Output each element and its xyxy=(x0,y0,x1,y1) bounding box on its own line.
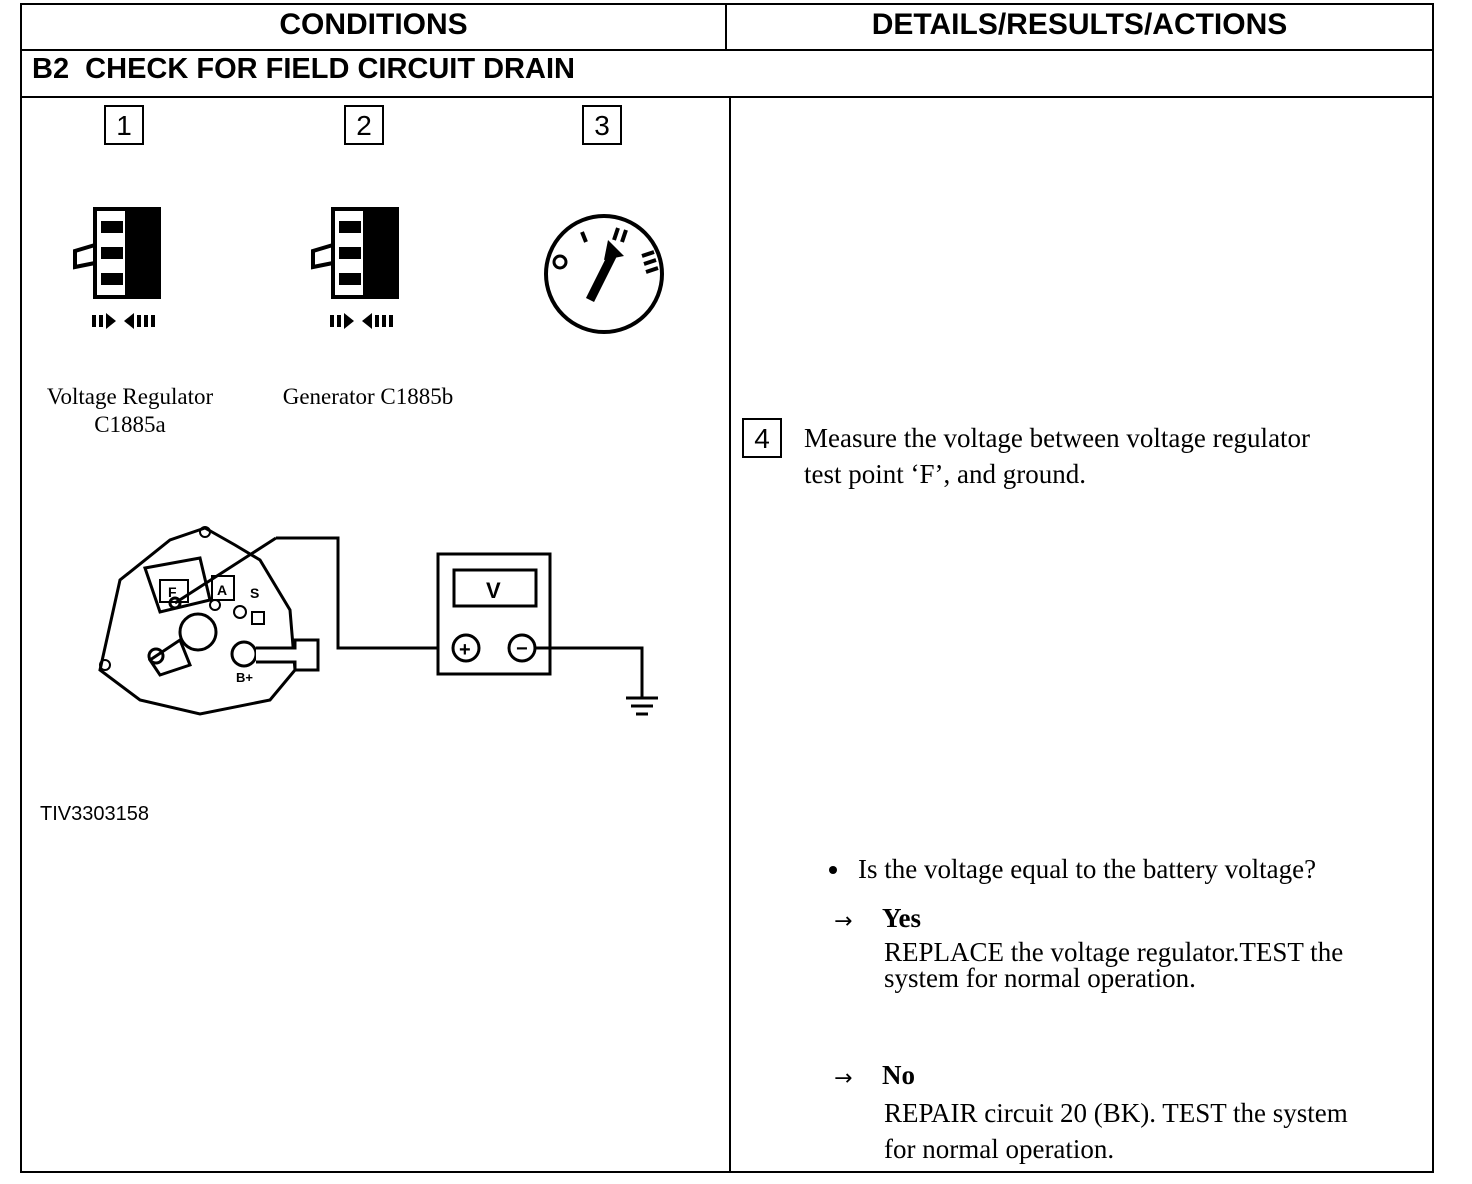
connector-a-caption-line2: C1885a xyxy=(94,412,166,437)
connector-disconnect-icon xyxy=(311,207,399,329)
meter-plus-label: + xyxy=(459,639,471,661)
body-column-divider xyxy=(729,96,731,1173)
test-step-title: B2 CHECK FOR FIELD CIRCUIT DRAIN xyxy=(32,53,575,85)
yes-action-line-2: system for normal operation. xyxy=(884,963,1196,993)
header-divider xyxy=(20,49,1434,51)
step-1-box: 1 xyxy=(104,105,144,145)
terminal-a-label: A xyxy=(217,582,227,598)
question-text: Is the voltage equal to the battery volt… xyxy=(858,854,1317,884)
generator-voltmeter-diagram: F A S B+ V + − xyxy=(98,526,658,716)
no-action: REPAIR circuit 20 (BK). TEST the system … xyxy=(884,1095,1424,1167)
ignition-switch-icon xyxy=(544,214,664,334)
no-action-line-2: for normal operation. xyxy=(884,1134,1115,1164)
instruction-line-2: test point ‘F’, and ground. xyxy=(804,459,1086,489)
terminal-f-label: F xyxy=(168,584,177,600)
meter-voltage-label: V xyxy=(486,578,501,603)
terminal-bplus-label: B+ xyxy=(236,670,253,685)
step-2-box: 2 xyxy=(344,105,384,145)
yes-label: Yes xyxy=(882,903,921,933)
connector-b-caption: Generator C1885b xyxy=(282,384,454,409)
title-divider xyxy=(20,96,1434,98)
no-action-line-1: REPAIR circuit 20 (BK). TEST the system xyxy=(884,1098,1348,1128)
step-3-box: 3 xyxy=(582,105,622,145)
no-arrow-icon: → xyxy=(834,1066,853,1091)
instruction-text: Measure the voltage between voltage regu… xyxy=(804,420,1424,492)
yes-arrow-icon: → xyxy=(834,909,853,934)
yes-action: REPLACE the voltage regulator.TEST the s… xyxy=(884,937,1424,993)
question-bullet xyxy=(829,866,837,874)
details-header: DETAILS/RESULTS/ACTIONS xyxy=(871,8,1288,41)
table-frame xyxy=(20,3,1434,1173)
terminal-s-label: S xyxy=(250,585,259,601)
step-4-box: 4 xyxy=(742,418,782,458)
connector-a-caption: Voltage Regulator C1885a xyxy=(20,383,240,439)
conditions-header: CONDITIONS xyxy=(279,8,468,41)
header-column-divider xyxy=(725,3,727,51)
figure-id: TIV3303158 xyxy=(40,803,149,825)
connector-disconnect-icon xyxy=(73,207,161,329)
yes-action-line-1: REPLACE the voltage regulator.TEST the xyxy=(884,937,1344,967)
instruction-line-1: Measure the voltage between voltage regu… xyxy=(804,423,1311,453)
connector-a-caption-line1: Voltage Regulator xyxy=(46,384,214,409)
no-label: No xyxy=(882,1060,915,1090)
meter-minus-label: − xyxy=(516,638,528,660)
